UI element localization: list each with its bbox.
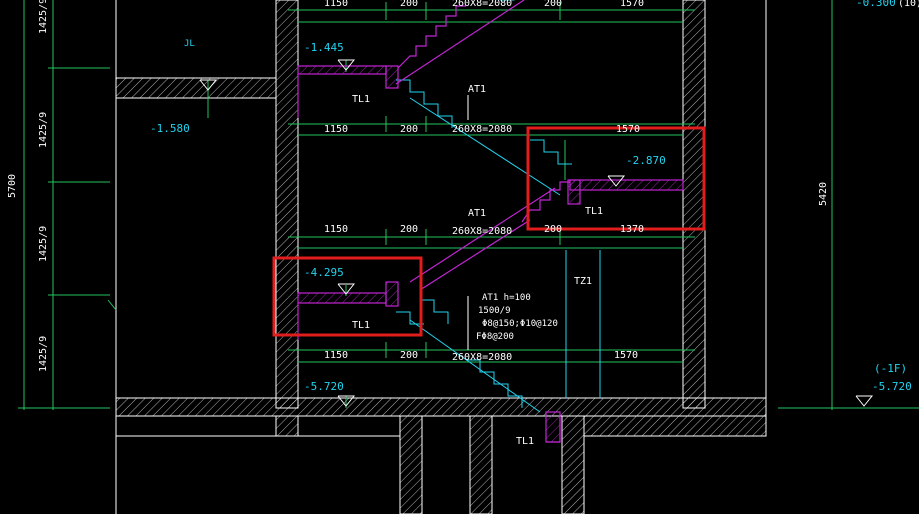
note-line3: Φ8@150;Φ10@120 — [482, 319, 558, 329]
note-line4: FΦ8@200 — [476, 332, 514, 342]
dim-r2-flight: 260X8=2080 — [452, 124, 512, 135]
right-shaft-wall — [682, 0, 706, 409]
pit-wall-left — [399, 415, 423, 514]
elev-left-landing: -1.580 — [150, 122, 190, 135]
highlight-box-landing-2 — [526, 126, 706, 231]
elev-level4: -5.720 — [304, 380, 344, 393]
dim-top-1150: 1150 — [324, 0, 348, 9]
dim-r4-200: 200 — [400, 350, 418, 361]
stair-note: AT1 h=100 1500/9 Φ8@150;Φ10@120 FΦ8@200 — [467, 293, 558, 350]
dim-top-1570: 1570 — [620, 0, 644, 9]
elev-top-right: -0.300 — [856, 0, 896, 9]
dim-right-total: 5420 — [818, 182, 829, 206]
pit-wall-mid — [469, 415, 493, 514]
dim-r4-flight: 260X8=2080 — [452, 352, 512, 363]
dim-r3-200b: 200 — [544, 224, 562, 235]
dim-left-seg3: 1425/9 — [38, 226, 49, 262]
elev-top-right-tail: (10) — [898, 0, 919, 9]
stair-slabs — [297, 0, 684, 443]
elev-level2: -2.870 — [626, 154, 666, 167]
stair-flights — [396, 0, 601, 413]
dim-r3-200: 200 — [400, 224, 418, 235]
walls — [115, 0, 767, 514]
beam-level3: TL1 — [352, 320, 370, 331]
column-label: TZ1 — [574, 276, 592, 287]
dim-top-200b: 200 — [544, 0, 562, 9]
pit-wall-right — [561, 415, 585, 514]
highlight-box-landing-3 — [272, 256, 423, 337]
dim-r2-1570: 1570 — [616, 124, 640, 135]
dimension-lines — [18, 0, 919, 410]
elev-level1: -1.445 — [304, 41, 344, 54]
left-slab — [115, 77, 277, 99]
beam-level2: TL1 — [585, 206, 603, 217]
elevation-markers — [199, 59, 874, 407]
dim-r3-1150: 1150 — [324, 224, 348, 235]
dim-left-seg2: 1425/9 — [38, 112, 49, 148]
dim-r4-1570: 1570 — [614, 350, 638, 361]
dim-r4-1150: 1150 — [324, 350, 348, 361]
beam-level1: TL1 — [352, 94, 370, 105]
dim-r3-flight: 260X8=2080 — [452, 226, 512, 237]
dim-top-flight: 260X8=2080 — [452, 0, 512, 9]
note-line1: AT1 h=100 — [482, 293, 531, 303]
dim-r2-1150: 1150 — [324, 124, 348, 135]
left-label: JL — [184, 39, 195, 49]
dim-left-total: 5700 — [7, 174, 18, 198]
dim-left-seg1: 1425/9 — [38, 0, 49, 34]
flight-label-2: AT1 — [468, 208, 486, 219]
dim-r3-1370: 1370 — [620, 224, 644, 235]
dim-left-seg4: 1425/9 — [38, 336, 49, 372]
beam-level4: TL1 — [516, 436, 534, 447]
elev-level3: -4.295 — [304, 266, 344, 279]
dim-top-200: 200 — [400, 0, 418, 9]
note-line2: 1500/9 — [478, 306, 511, 316]
elev-floor-right: -5.720 — [872, 380, 912, 393]
floor-label-right: (-1F) — [874, 362, 907, 375]
bottom-slab — [115, 397, 767, 417]
highlight-boxes — [272, 126, 706, 337]
flight-label-1: AT1 — [468, 84, 486, 95]
dim-r2-200: 200 — [400, 124, 418, 135]
left-shaft-wall — [275, 0, 299, 409]
